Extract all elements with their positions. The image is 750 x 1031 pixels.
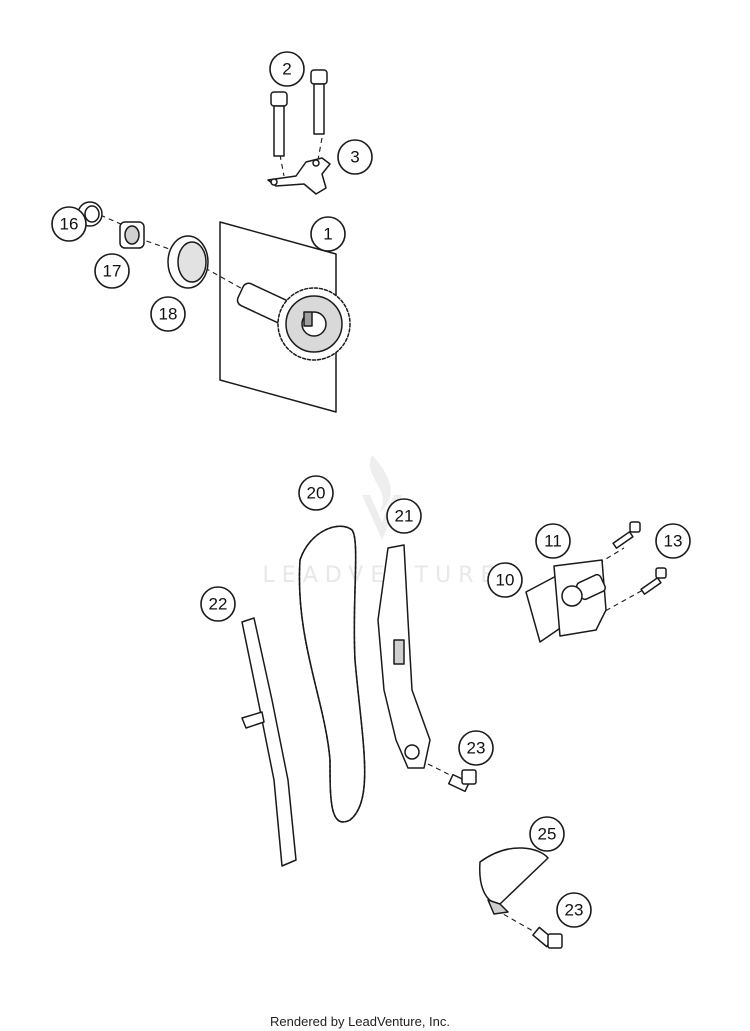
bolts-part-2 [270, 69, 328, 157]
svg-text:20: 20 [307, 484, 326, 503]
chain-tensioner-parts-10-11-13 [525, 521, 667, 643]
bolt-part-23-upper [447, 769, 477, 793]
guide-rail-part-22 [241, 617, 297, 867]
svg-text:1: 1 [323, 225, 332, 244]
callout-18: 18 [150, 296, 186, 332]
callout-17: 17 [94, 253, 130, 289]
camshaft-assembly-box [219, 221, 337, 413]
svg-text:11: 11 [544, 532, 562, 551]
svg-text:25: 25 [538, 825, 557, 844]
svg-text:21: 21 [395, 507, 414, 526]
callout-11: 11 [535, 523, 571, 559]
svg-text:16: 16 [60, 215, 79, 234]
chain-guide-part-25 [479, 847, 549, 915]
callout-25: 25 [529, 816, 565, 852]
callout-23-lower: 23 [556, 892, 592, 928]
callout-22: 22 [200, 586, 236, 622]
callout-23-upper: 23 [458, 730, 494, 766]
tensioner-rail-part-21 [377, 544, 431, 769]
sleeve-part-18 [167, 235, 209, 289]
camshaft-part-1 [236, 282, 351, 361]
callout-16: 16 [51, 206, 87, 242]
watermark-flame-icon [362, 455, 402, 540]
watermark: LEADVENTURE [263, 455, 502, 588]
svg-text:13: 13 [664, 532, 683, 551]
svg-text:23: 23 [565, 901, 584, 920]
watermark-text: LEADVENTURE [263, 563, 502, 588]
svg-text:2: 2 [282, 60, 291, 79]
svg-text:17: 17 [103, 262, 122, 281]
callout-2: 2 [269, 51, 305, 87]
callout-13: 13 [655, 523, 691, 559]
bracket-part-3 [267, 157, 331, 195]
callout-20: 20 [298, 475, 334, 511]
callout-10: 10 [487, 562, 523, 598]
svg-text:23: 23 [467, 739, 486, 758]
bearing-part-17 [119, 221, 145, 249]
callout-3: 3 [337, 139, 373, 175]
svg-text:10: 10 [496, 571, 515, 590]
footer-credit: Rendered by LeadVenture, Inc. [270, 1014, 450, 1029]
timing-chain-part-20 [298, 525, 366, 823]
svg-text:3: 3 [350, 148, 359, 167]
svg-text:22: 22 [209, 595, 228, 614]
svg-text:18: 18 [159, 305, 178, 324]
callout-21: 21 [386, 498, 422, 534]
bolt-part-23-lower [532, 926, 563, 949]
callout-1: 1 [310, 216, 346, 252]
